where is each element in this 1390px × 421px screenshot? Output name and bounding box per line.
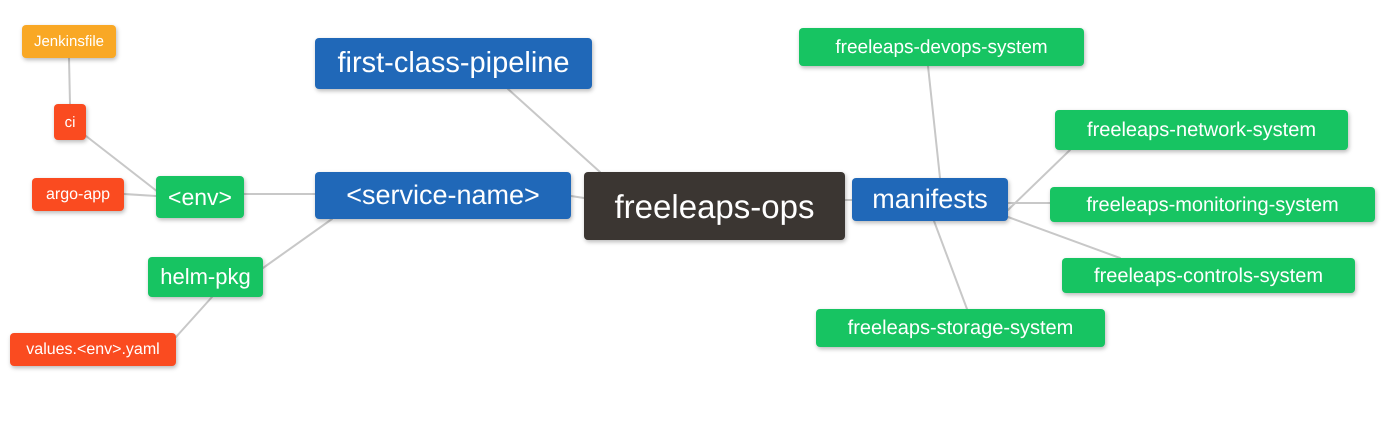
- edge-helm-pkg-to-service-name: [262, 218, 333, 269]
- node-label-service-name: <service-name>: [346, 180, 540, 210]
- edge-argo-app-to-env: [123, 193, 157, 197]
- node-controls-system[interactable]: freeleaps-controls-system: [1062, 258, 1355, 293]
- edge-first-class-pipeline-to-freeleaps-ops: [507, 88, 601, 173]
- node-label-helm-pkg: helm-pkg: [160, 264, 251, 289]
- node-values-yaml[interactable]: values.<env>.yaml: [10, 333, 176, 366]
- node-argo-app[interactable]: argo-app: [32, 178, 124, 211]
- node-label-devops-system: freeleaps-devops-system: [835, 36, 1048, 58]
- node-label-manifests: manifests: [872, 184, 988, 214]
- node-devops-system[interactable]: freeleaps-devops-system: [799, 28, 1084, 66]
- edge-jenkinsfile-to-ci: [68, 57, 71, 105]
- node-manifests[interactable]: manifests: [852, 178, 1008, 221]
- edge-manifests-to-controls-system: [1007, 216, 1121, 259]
- edge-manifests-to-storage-system: [933, 220, 968, 310]
- node-label-first-class-pipeline: first-class-pipeline: [337, 47, 570, 79]
- node-label-network-system: freeleaps-network-system: [1087, 119, 1316, 141]
- node-label-storage-system: freeleaps-storage-system: [847, 317, 1074, 339]
- node-storage-system[interactable]: freeleaps-storage-system: [816, 309, 1105, 347]
- node-helm-pkg[interactable]: helm-pkg: [148, 257, 263, 297]
- node-label-env: <env>: [168, 183, 232, 210]
- node-label-monitoring-system: freeleaps-monitoring-system: [1086, 193, 1339, 216]
- node-label-freeleaps-ops: freeleaps-ops: [614, 187, 815, 225]
- node-ci[interactable]: ci: [54, 104, 86, 140]
- edge-service-name-to-freeleaps-ops: [570, 195, 585, 199]
- node-network-system[interactable]: freeleaps-network-system: [1055, 110, 1348, 150]
- node-env[interactable]: <env>: [156, 176, 244, 218]
- node-service-name[interactable]: <service-name>: [315, 172, 571, 219]
- node-first-class-pipeline[interactable]: first-class-pipeline: [315, 38, 592, 89]
- edge-manifests-to-devops-system: [927, 65, 941, 179]
- node-label-ci: ci: [64, 113, 76, 131]
- node-label-argo-app: argo-app: [45, 185, 111, 203]
- edge-values-yaml-to-helm-pkg: [175, 296, 213, 338]
- node-jenkinsfile[interactable]: Jenkinsfile: [22, 25, 116, 58]
- node-monitoring-system[interactable]: freeleaps-monitoring-system: [1050, 187, 1375, 222]
- node-label-controls-system: freeleaps-controls-system: [1094, 264, 1323, 287]
- node-label-values-yaml: values.<env>.yaml: [26, 340, 160, 358]
- node-freeleaps-ops[interactable]: freeleaps-ops: [584, 172, 845, 240]
- node-label-jenkinsfile: Jenkinsfile: [33, 33, 105, 50]
